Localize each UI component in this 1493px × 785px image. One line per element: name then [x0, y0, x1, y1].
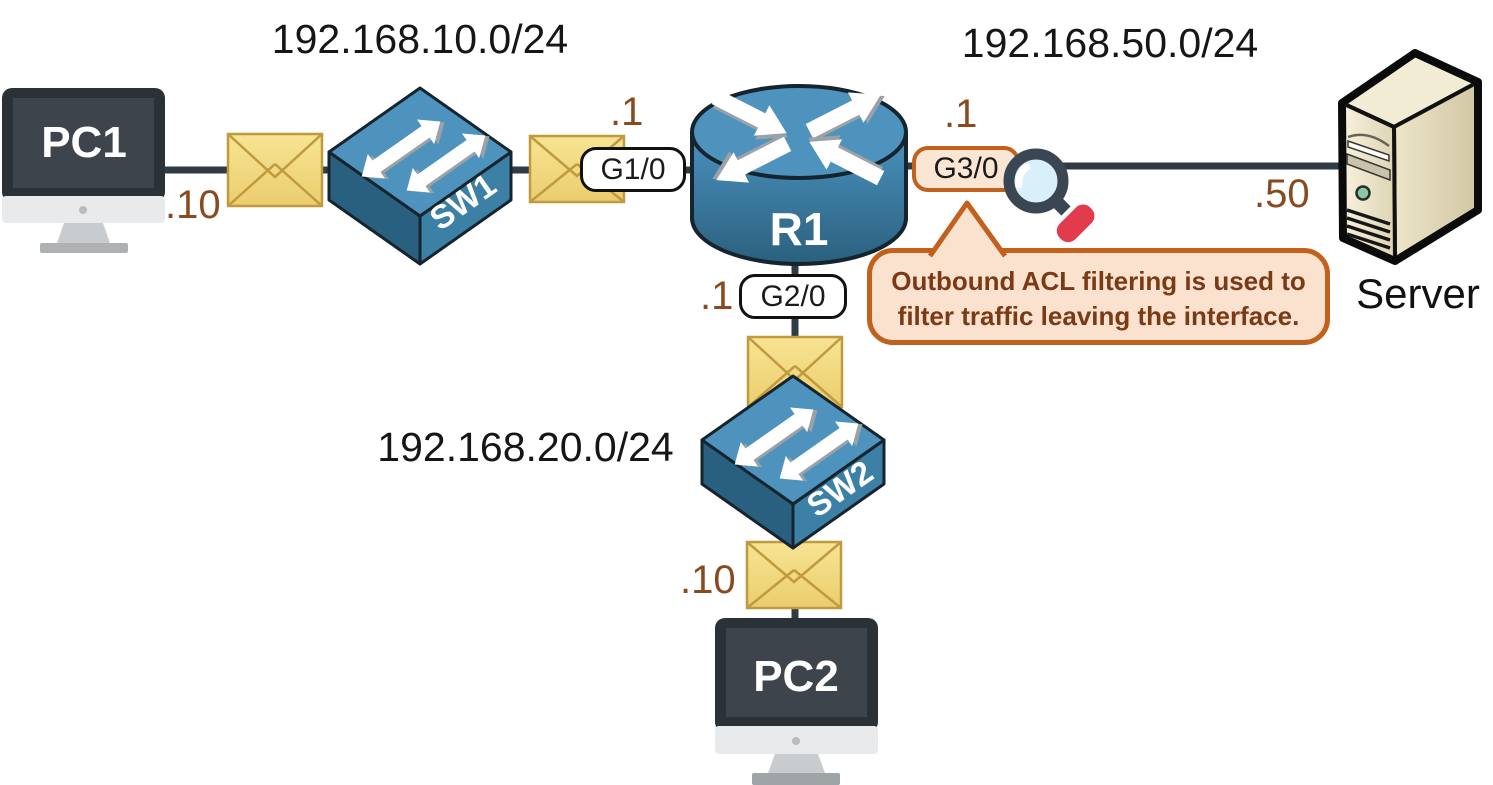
interface-label-g1-0: G1/0 [580, 147, 686, 192]
router-arrows-icon [711, 89, 885, 186]
pc1-address: .10 [165, 183, 221, 227]
pc1-icon [2, 88, 165, 253]
switch-arrows-icon [361, 119, 490, 194]
packet-envelopes [226, 132, 844, 610]
interface-label-g2-0: G2/0 [739, 274, 847, 319]
switch-sw1-icon [327, 86, 513, 266]
interface-label-g3-0: G3/0 [912, 146, 1020, 192]
server-address: .50 [1254, 172, 1310, 216]
pc2-address: .10 [680, 558, 736, 602]
switch-sw2-icon [700, 374, 886, 550]
server-vents [1346, 208, 1391, 250]
pc2-icon [715, 618, 878, 785]
envelope-icon [745, 540, 843, 610]
server-icon [1338, 49, 1482, 265]
pc2-label: PC2 [753, 652, 839, 701]
envelope-icon [226, 132, 324, 208]
pc1-label: PC1 [41, 118, 127, 167]
network-label-20: 192.168.20.0/24 [377, 424, 674, 470]
r1-g3-address: .1 [944, 92, 978, 136]
acl-callout: Outbound ACL filtering is used to filter… [867, 248, 1330, 345]
network-label-50: 192.168.50.0/24 [961, 20, 1259, 66]
callout-line-2: filter traffic leaving the interface. [897, 301, 1300, 331]
router-r1-icon [690, 84, 908, 266]
r1-g2-address: .1 [700, 274, 734, 318]
r1-label: R1 [769, 203, 829, 255]
switch-arrows-icon [734, 407, 863, 482]
callout-line-1: Outbound ACL filtering is used to [891, 266, 1306, 296]
network-label-10: 192.168.10.0/24 [271, 16, 569, 62]
r1-g1-address: .1 [610, 90, 644, 134]
server-label: Server [1356, 270, 1480, 317]
